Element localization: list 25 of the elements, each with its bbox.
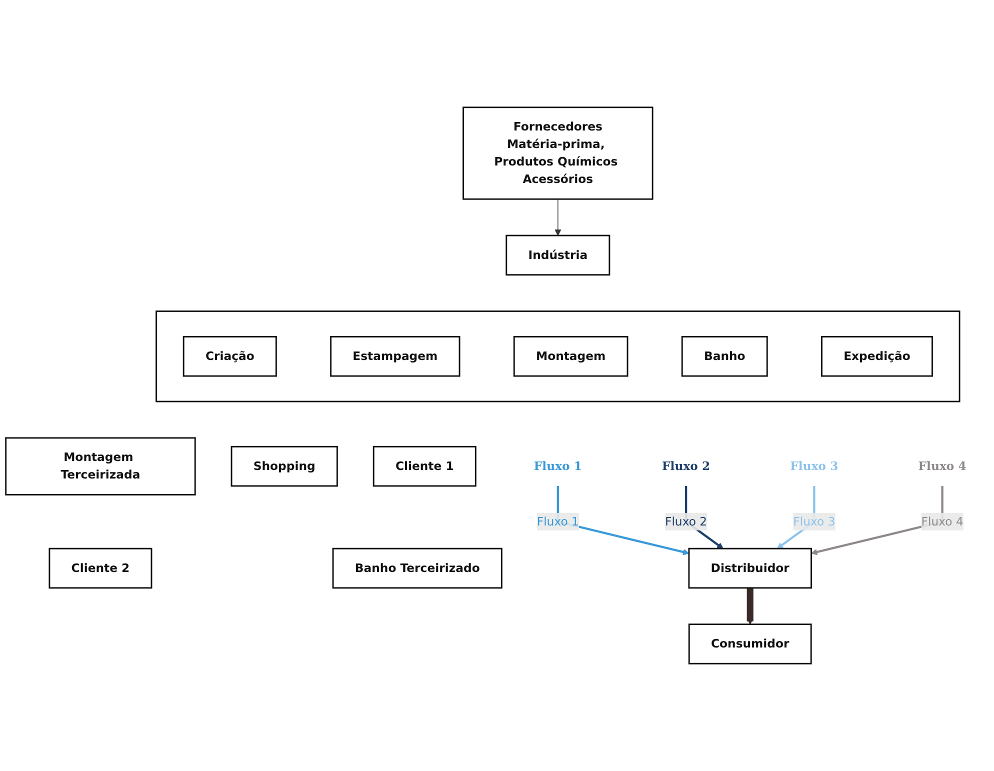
- edge-label: Fluxo 3: [793, 514, 836, 528]
- node-box: Expedição: [821, 336, 933, 377]
- node-text: Fluxo 3: [790, 459, 838, 473]
- arrow: [554, 198, 562, 236]
- node-box: Distribuidor: [688, 548, 812, 589]
- edge-label: Fluxo 1: [536, 514, 579, 528]
- node-box: Fornecedores Matéria-prima, Produtos Químicos Acessórios: [462, 106, 654, 200]
- edge-label: Fluxo 2: [665, 514, 708, 528]
- node-text: Fluxo 1: [534, 459, 582, 473]
- node-box: Banho Terceirizado: [332, 548, 502, 589]
- arrow: [746, 588, 754, 625]
- cluster: [156, 310, 960, 402]
- node-text: Fluxo 4: [918, 459, 966, 473]
- node-box: Consumidor: [688, 624, 812, 664]
- node-box: Montagem Terceirizada: [5, 437, 196, 496]
- node-box: Estampagem: [330, 336, 460, 377]
- node-box: Criação: [182, 336, 277, 377]
- node-box: Shopping: [230, 446, 338, 487]
- edge-label: Fluxo 4: [921, 514, 964, 528]
- node-box: Cliente 2: [48, 548, 152, 589]
- node-box: Cliente 1: [372, 446, 476, 487]
- node-box: Banho: [681, 336, 768, 377]
- node-box: Indústria: [506, 234, 610, 276]
- node-box: Montagem: [513, 336, 628, 377]
- node-text: Fluxo 2: [662, 459, 710, 473]
